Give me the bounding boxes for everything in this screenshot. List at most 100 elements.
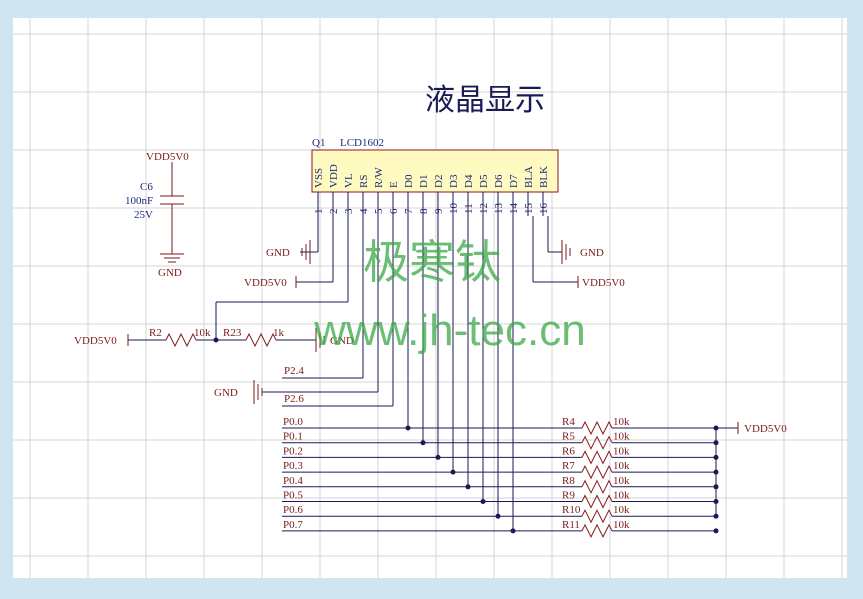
pullup-value: 10k bbox=[613, 416, 630, 428]
lcd-pin-name: D6 bbox=[493, 174, 505, 188]
lcd-pin-number: 13 bbox=[493, 203, 505, 215]
lcd-pin-number: 2 bbox=[328, 209, 340, 215]
junction-dot bbox=[713, 469, 719, 475]
port-label: P0.0 bbox=[283, 416, 303, 428]
port-label: P0.2 bbox=[283, 445, 303, 457]
c6-voltage: 25V bbox=[134, 209, 153, 221]
junction-dot bbox=[713, 513, 719, 519]
pullup-ref: R8 bbox=[562, 475, 575, 487]
junction-dot bbox=[435, 454, 441, 460]
junction-dot bbox=[405, 425, 411, 431]
pin16-gnd-label: GND bbox=[580, 247, 604, 259]
lcd-pin-name: D3 bbox=[448, 174, 460, 188]
divider-gnd-label: GND bbox=[330, 335, 354, 347]
pullup-resistor bbox=[581, 450, 613, 465]
lcd-pin-name: D4 bbox=[463, 174, 475, 188]
pullup-ref: R7 bbox=[562, 460, 575, 472]
r2-ref: R2 bbox=[149, 327, 162, 339]
lcd-designator: Q1 bbox=[312, 137, 325, 149]
r2-value: 10k bbox=[194, 327, 211, 339]
c6-value: 100nF bbox=[125, 195, 153, 207]
schematic-sheet bbox=[13, 18, 847, 578]
junction-dot bbox=[465, 484, 471, 490]
lcd-model: LCD1602 bbox=[340, 137, 384, 149]
junction-dot bbox=[450, 469, 456, 475]
lcd-pin-number: 9 bbox=[433, 208, 445, 214]
lcd-pin-name: E bbox=[388, 181, 400, 188]
lcd-pin-number: 3 bbox=[343, 208, 355, 214]
net-e-label: P2.6 bbox=[284, 393, 304, 405]
rw-gnd-label: GND bbox=[214, 387, 238, 399]
pullup-resistor bbox=[581, 479, 613, 494]
pullup-value: 10k bbox=[613, 490, 630, 502]
lcd-pin-number: 16 bbox=[538, 203, 550, 215]
junction-dot bbox=[495, 513, 501, 519]
pullup-ref: R4 bbox=[562, 416, 575, 428]
pullup-vdd-label: VDD5V0 bbox=[744, 423, 787, 435]
pin1-gnd-label: GND bbox=[266, 247, 290, 259]
lcd-pin-name: VL bbox=[343, 173, 355, 188]
pin2-vdd-label: VDD5V0 bbox=[244, 277, 287, 289]
watermark-logo: 极寒钛 bbox=[363, 237, 501, 288]
lcd-pin-name: D5 bbox=[478, 174, 490, 188]
lcd-pin-name: D0 bbox=[403, 174, 415, 188]
pullup-resistor bbox=[581, 435, 613, 450]
c6-ref: C6 bbox=[140, 181, 153, 193]
pullup-value: 10k bbox=[613, 460, 630, 472]
pullup-value: 10k bbox=[613, 431, 630, 443]
pullup-value: 10k bbox=[613, 504, 630, 516]
pullup-resistor bbox=[581, 523, 613, 539]
pullup-resistor bbox=[581, 420, 613, 436]
pullup-ref: R6 bbox=[562, 445, 575, 457]
lcd-pin-name: VSS bbox=[313, 168, 325, 188]
pullup-ref: R10 bbox=[562, 504, 581, 516]
port-label: P0.5 bbox=[283, 490, 303, 502]
lcd-pin-name: D1 bbox=[418, 175, 430, 188]
r23-value: 1k bbox=[273, 327, 285, 339]
junction-dot bbox=[713, 440, 719, 446]
lcd-pin-number: 11 bbox=[463, 203, 475, 214]
lcd-pins: VSS1VDD2VL3RS4R/W5E6D07D18D29D310D411D51… bbox=[313, 164, 550, 216]
junction-dot bbox=[713, 425, 719, 431]
lcd-pin-number: 14 bbox=[508, 203, 520, 215]
junction-dot bbox=[480, 499, 486, 504]
lcd-pin-number: 15 bbox=[523, 203, 535, 215]
lcd-pin-number: 4 bbox=[358, 208, 370, 214]
sheet-grid bbox=[13, 18, 847, 578]
lcd-pin-number: 5 bbox=[373, 208, 385, 214]
lcd-pin-name: RS bbox=[358, 175, 370, 188]
lcd-pin-name: VDD bbox=[328, 164, 340, 188]
lcd-pin-name: D7 bbox=[508, 174, 520, 188]
watermark-url: www.jh-tec.cn bbox=[313, 306, 585, 355]
lcd-pin-number: 8 bbox=[418, 208, 430, 214]
junction-dot bbox=[713, 528, 719, 534]
port-label: P0.6 bbox=[283, 504, 303, 516]
junction-dot bbox=[713, 484, 719, 490]
lcd-pin-name: BLK bbox=[538, 166, 550, 188]
capacitor-c6: VDD5V0 C6 100nF 25V GND bbox=[125, 151, 189, 279]
pin15-vdd-label: VDD5V0 bbox=[582, 277, 625, 289]
lcd-pin-number: 6 bbox=[388, 208, 400, 214]
lcd-body bbox=[311, 149, 559, 193]
c6-supply-label: VDD5V0 bbox=[146, 151, 189, 163]
junction-dot bbox=[510, 528, 516, 534]
divider-vdd-label: VDD5V0 bbox=[74, 335, 117, 347]
port-label: P0.1 bbox=[283, 431, 303, 443]
lcd-pin-number: 7 bbox=[403, 208, 415, 214]
lcd-pin-number: 10 bbox=[448, 203, 460, 215]
pullup-value: 10k bbox=[613, 475, 630, 487]
port-label: P0.3 bbox=[283, 460, 303, 472]
pullup-ref: R11 bbox=[562, 519, 580, 531]
pullup-value: 10k bbox=[613, 445, 630, 457]
lcd-pin-name: D2 bbox=[433, 175, 445, 188]
pullup-resistor bbox=[581, 509, 613, 524]
pullup-ref: R9 bbox=[562, 490, 575, 502]
lcd-pin-number: 12 bbox=[478, 203, 490, 214]
r23-ref: R23 bbox=[223, 327, 242, 339]
schematic-title: 液晶显示 bbox=[425, 84, 545, 117]
junction-dot bbox=[420, 440, 426, 446]
lcd-pin-name: BLA bbox=[523, 166, 535, 188]
